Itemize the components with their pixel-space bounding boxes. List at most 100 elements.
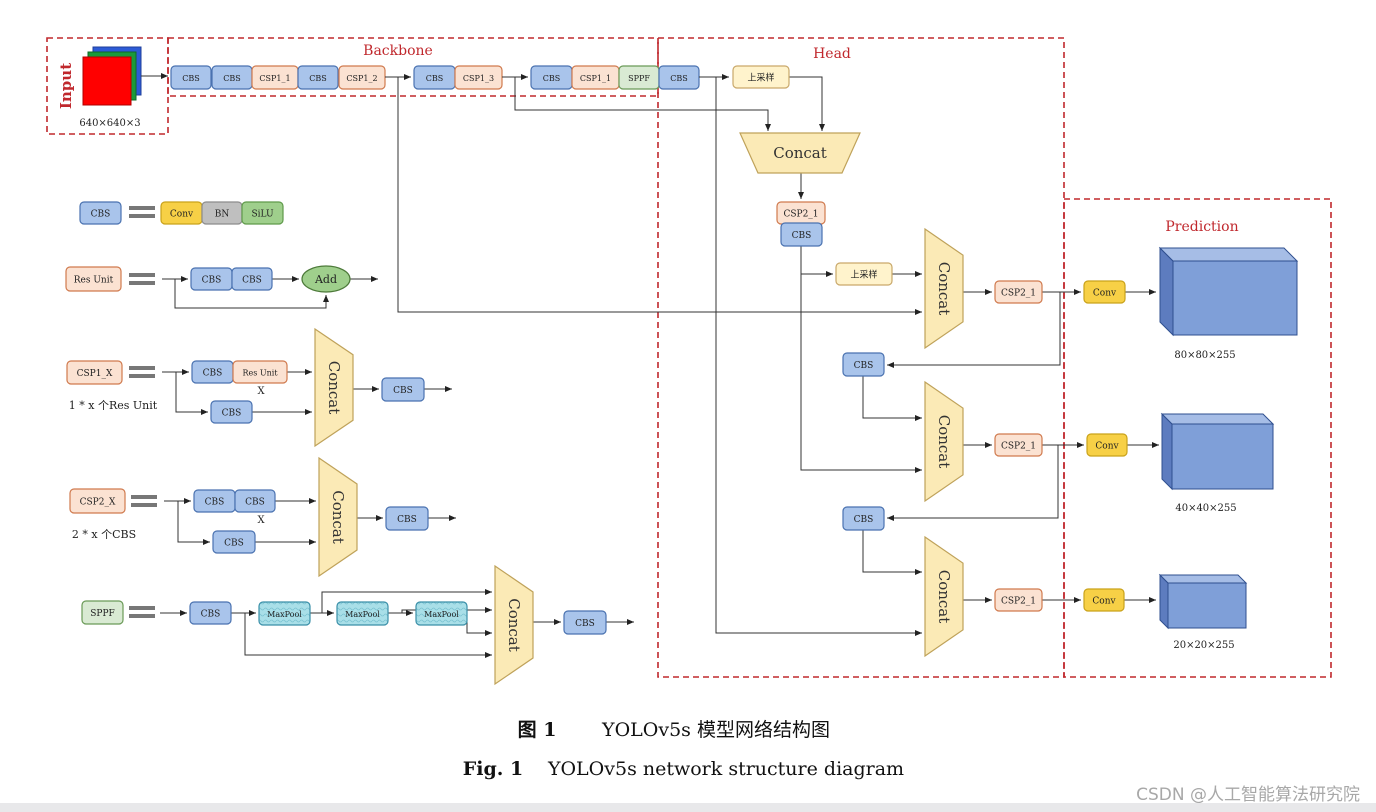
legend-csp2-cbs-1-label: CBS (205, 498, 225, 508)
legend-csp2-cbs-3: CBS (212, 530, 256, 554)
caption-cn-text: YOLOv5s 模型网络结构图 (601, 719, 830, 741)
connector-line (800, 274, 922, 473)
connector-line (244, 613, 492, 658)
legend-sppf-cbs-label: CBS (201, 610, 221, 620)
backbone-cbs-b6-label: CBS (426, 74, 443, 83)
backbone-cbs-b2: CBS (211, 65, 253, 90)
legend-csp2-out-label: CBS (397, 515, 417, 525)
backbone-cbs-b1: CBS (170, 65, 212, 90)
head-concat-c-label: Concat (935, 570, 953, 624)
head-csp2-1-label: CSP2_1 (783, 210, 818, 220)
backbone-csp-b5-label: CSP1_2 (346, 74, 377, 83)
legend-csp1-cbs-1: CBS (191, 360, 234, 384)
backbone-csp-b9-label: CSP1_1 (580, 74, 611, 83)
legend-csp1-concat: Concat (314, 327, 354, 448)
pred-conv-2: Conv (1086, 433, 1128, 457)
legend-resunit-cbs-1-label: CBS (202, 276, 222, 286)
backbone-csp-b7-label: CSP1_3 (463, 74, 494, 83)
output-tensor-20 (1158, 573, 1248, 630)
legend-add-node: Add (301, 265, 351, 293)
prediction-label: Prediction (1165, 219, 1238, 235)
pred-conv-1: Conv (1083, 280, 1126, 304)
legend-bn-label: BN (215, 210, 230, 220)
legend-csp1: CSP1_X (66, 360, 123, 385)
legend-sppf-maxpool-3: MaxPool (415, 601, 468, 626)
legend-sppf-cbs: CBS (189, 601, 232, 625)
legend-equals-sign (129, 366, 155, 378)
head-upsample-1: 上采样 (732, 65, 790, 89)
legend-sppf-maxpool-1-label: MaxPool (267, 610, 302, 619)
legend-sppf-label: SPPF (90, 609, 115, 619)
connector-line (800, 246, 833, 277)
head-csp-a: CSP2_1 (994, 280, 1043, 304)
connector-line (177, 501, 210, 545)
legend-sppf-out: CBS (563, 610, 607, 635)
backbone-cbs-b4: CBS (297, 65, 339, 90)
head-csp-a-label: CSP2_1 (1001, 289, 1036, 299)
backbone-label: Backbone (363, 43, 433, 59)
legend-bn: BN (201, 201, 243, 225)
head-csp2-1: CSP2_1 (776, 201, 826, 225)
backbone-cbs-b8-label: CBS (543, 74, 560, 83)
legend-sppf-maxpool-2-label: MaxPool (345, 610, 380, 619)
legend-resunit-cbs-2: CBS (231, 267, 273, 291)
legend-csp1-label: CSP1_X (77, 369, 113, 379)
backbone-csp-b9: CSP1_1 (571, 65, 620, 90)
legend-resunit-label: Res Unit (74, 276, 114, 286)
head-upsample-2: 上采样 (835, 262, 893, 286)
head-upsample-2-label: 上采样 (850, 269, 877, 281)
legend-sppf-maxpool-2: MaxPool (336, 601, 389, 626)
connector-line (862, 376, 922, 421)
backbone-sppf-b10-label: SPPF (628, 74, 650, 83)
legend-csp1-res-label: Res Unit (242, 369, 278, 378)
legend-csp2-cbs-2-label: CBS (245, 498, 265, 508)
backbone-csp-b7: CSP1_3 (454, 65, 503, 90)
pred-conv-3-label: Conv (1092, 597, 1116, 607)
backbone-cbs-b1-label: CBS (182, 74, 199, 83)
head-concat-a-label: Concat (935, 262, 953, 316)
legend-csp2-x: X (257, 515, 265, 526)
legend-sppf-out-label: CBS (575, 619, 595, 629)
head-concat-top: Concat (739, 132, 861, 174)
connector-line (174, 279, 329, 309)
pred-size2: 40×40×255 (1175, 503, 1236, 514)
head-upsample-1-label: 上采样 (747, 72, 774, 84)
input-frame (46, 37, 169, 135)
legend-csp1-out-label: CBS (393, 386, 413, 396)
head-cbs-1: CBS (780, 222, 823, 247)
connector-line (862, 530, 922, 575)
legend-csp1-cbs-2-label: CBS (222, 409, 242, 419)
backbone-frame (167, 37, 659, 97)
legend-resunit: Res Unit (65, 266, 122, 292)
legend-silu-label: SiLU (251, 210, 274, 220)
connector-line (397, 77, 922, 315)
connector-line (789, 76, 825, 131)
backbone-cbs-b2-label: CBS (223, 74, 240, 83)
backbone-csp-b5: CSP1_2 (338, 65, 386, 90)
legend-cbs: CBS (79, 201, 122, 225)
pred-conv-1-label: Conv (1093, 289, 1117, 299)
legend-csp2-cbs-2: CBS (234, 489, 276, 513)
legend-csp2-cbs-3-label: CBS (224, 539, 244, 549)
legend-equals-sign (129, 273, 155, 285)
caption-en-label: Fig. 1 (463, 758, 523, 780)
legend-sppf-maxpool-1: MaxPool (258, 601, 311, 626)
legend-sppf-concat-label: Concat (505, 598, 523, 652)
backbone-sppf-b10: SPPF (618, 65, 660, 90)
legend-equals-sign (129, 606, 155, 618)
input-label: Input (57, 63, 75, 109)
legend-cbs-label: CBS (91, 210, 111, 220)
input-size: 640×640×3 (79, 118, 140, 129)
legend-csp1-note: 1 * x 个Res Unit (69, 399, 158, 412)
backbone-csp-b3: CSP1_1 (251, 65, 299, 90)
legend-conv: Conv (160, 201, 203, 225)
legend-csp1-cbs-1-label: CBS (203, 369, 223, 379)
backbone-cbs-b11-label: CBS (670, 74, 687, 83)
output-tensor-40 (1160, 412, 1275, 491)
legend-csp1-x: X (257, 386, 265, 397)
legend-conv-label: Conv (170, 210, 194, 220)
legend-resunit-cbs-2-label: CBS (242, 276, 262, 286)
legend-csp1-concat-label: Concat (325, 361, 343, 415)
legend-csp2-concat: Concat (318, 456, 358, 578)
